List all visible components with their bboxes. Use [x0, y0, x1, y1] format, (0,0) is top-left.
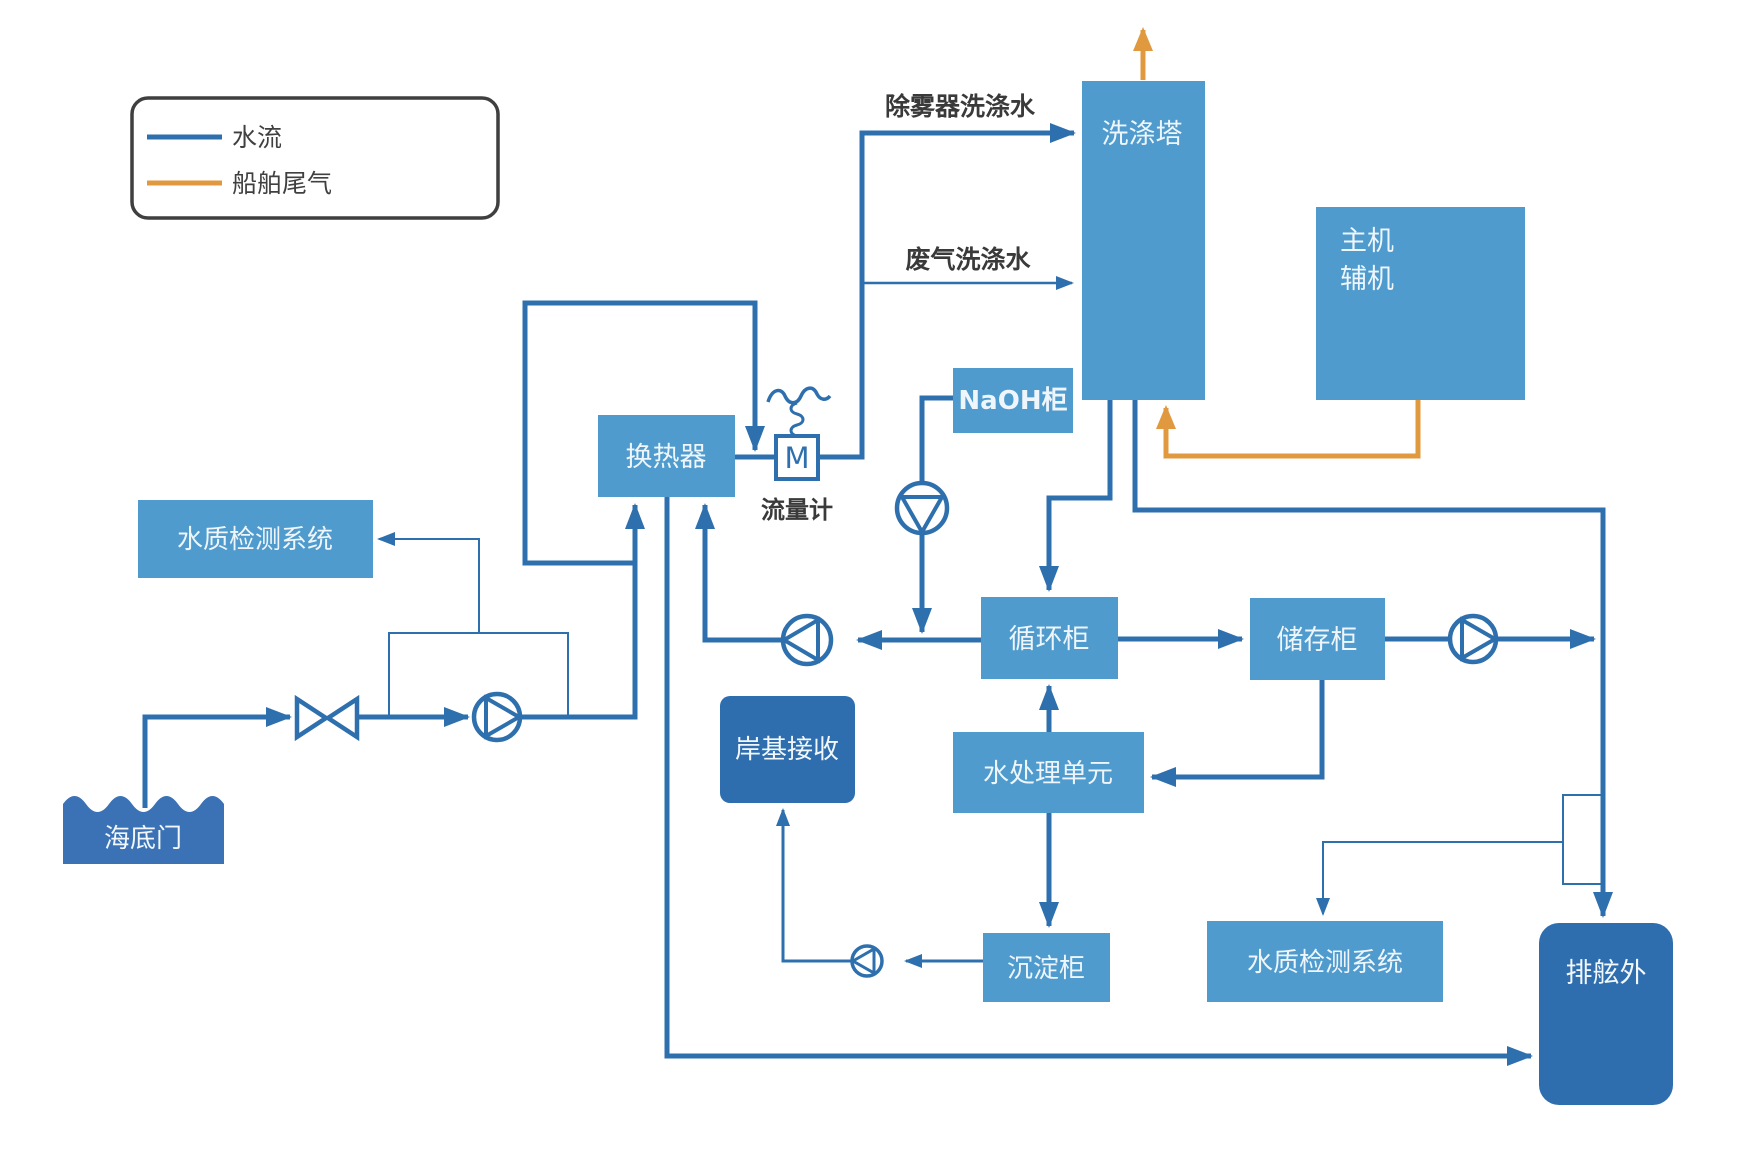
scrubber-tower-label: 洗涤塔	[1102, 119, 1183, 150]
flow-meter-body	[774, 434, 820, 481]
flow-meter	[766, 386, 832, 481]
pipe-naoh-to-pump	[919, 395, 953, 484]
pipe-engine-to-tower	[1156, 400, 1421, 459]
shore-reception-box	[720, 696, 855, 803]
water-pipes	[142, 123, 1613, 1066]
legend-box	[130, 96, 500, 220]
sea-chest-box	[63, 796, 224, 864]
sedimentation-tank-label: 沉淀柜	[1007, 954, 1085, 984]
scrubber-tower-box	[1082, 81, 1205, 400]
valve-icon	[294, 694, 360, 742]
sedimentation-tank-box	[983, 933, 1110, 1002]
sludge-pump-icon	[849, 944, 884, 978]
legend-exhaust-label: 船舶尾气	[232, 169, 332, 198]
heat-exchanger-box	[598, 415, 735, 497]
legend: 水流 船舶尾气	[130, 96, 500, 220]
water-quality-bottom-box	[1207, 921, 1443, 1002]
naoh-tank-label: NaOH柜	[958, 386, 1067, 416]
naoh-tank-box	[953, 368, 1073, 433]
shore-reception-label: 岸基接收	[735, 735, 839, 765]
seawater-pump-icon	[471, 691, 524, 743]
pipe-bypass-loop	[522, 300, 765, 566]
circulation-tank-box	[981, 597, 1118, 679]
water-quality-top-label: 水质检测系统	[177, 525, 333, 555]
pipe-tower-to-overboard	[1132, 400, 1613, 918]
pipe-seachest-to-valve	[142, 707, 292, 808]
water-quality-bottom-label: 水质检测系统	[1247, 948, 1403, 978]
legend-water-label: 水流	[232, 123, 282, 152]
pipe-pump-to-heatexchanger-return	[695, 503, 784, 643]
storage-tank-label: 储存柜	[1277, 625, 1358, 656]
discharge-pump-icon	[1447, 613, 1500, 665]
water-treatment-box	[953, 732, 1144, 813]
pipe-to-water-quality-bottom	[1316, 841, 1563, 916]
node-labels: 洗涤塔 主机 辅机 NaOH柜 换热器 水质检测系统 海底门 循环柜 储存柜 岸…	[104, 92, 1647, 989]
flow-meter-wave-icon	[766, 386, 832, 405]
node-boxes	[63, 81, 1673, 1105]
circulation-tank-label: 循环柜	[1009, 624, 1090, 655]
exhaust-wash-water-label: 废气洗涤水	[905, 245, 1031, 274]
circulation-pump-icon	[780, 613, 834, 667]
overboard-discharge-box	[1539, 923, 1673, 1105]
water-quality-top-box	[138, 500, 373, 578]
main-engine-label: 主机	[1340, 226, 1394, 257]
flow-meter-label: 流量计	[761, 496, 833, 524]
pipe-to-water-quality-top	[377, 532, 480, 633]
exhaust-pipes	[1133, 27, 1421, 459]
discharge-sample-point	[1562, 794, 1604, 885]
pipe-tower-to-circulation	[1039, 400, 1113, 592]
storage-tank-box	[1250, 598, 1385, 680]
pipe-drain-to-overboard	[664, 497, 1533, 1066]
pipe-demister-wash-water	[818, 123, 1076, 460]
flow-meter-coil-icon	[789, 401, 805, 438]
pipe-pump-to-shore	[776, 808, 852, 963]
flow-meter-symbol-label: M	[784, 441, 809, 475]
naoh-dosing-pump-icon	[894, 480, 950, 537]
aux-engine-label: 辅机	[1340, 264, 1394, 295]
pipe-storage-to-treatment	[1150, 680, 1325, 787]
pipe-pump-to-heatexchanger	[520, 503, 645, 720]
main-aux-engine-box	[1316, 207, 1525, 400]
demister-wash-water-label: 除雾器洗涤水	[885, 92, 1036, 121]
equipment-symbols	[294, 386, 1500, 978]
water-treatment-label: 水处理单元	[983, 759, 1113, 789]
heat-exchanger-label: 换热器	[626, 442, 707, 473]
overboard-discharge-label: 排舷外	[1566, 958, 1647, 989]
sea-chest-label: 海底门	[104, 824, 182, 854]
